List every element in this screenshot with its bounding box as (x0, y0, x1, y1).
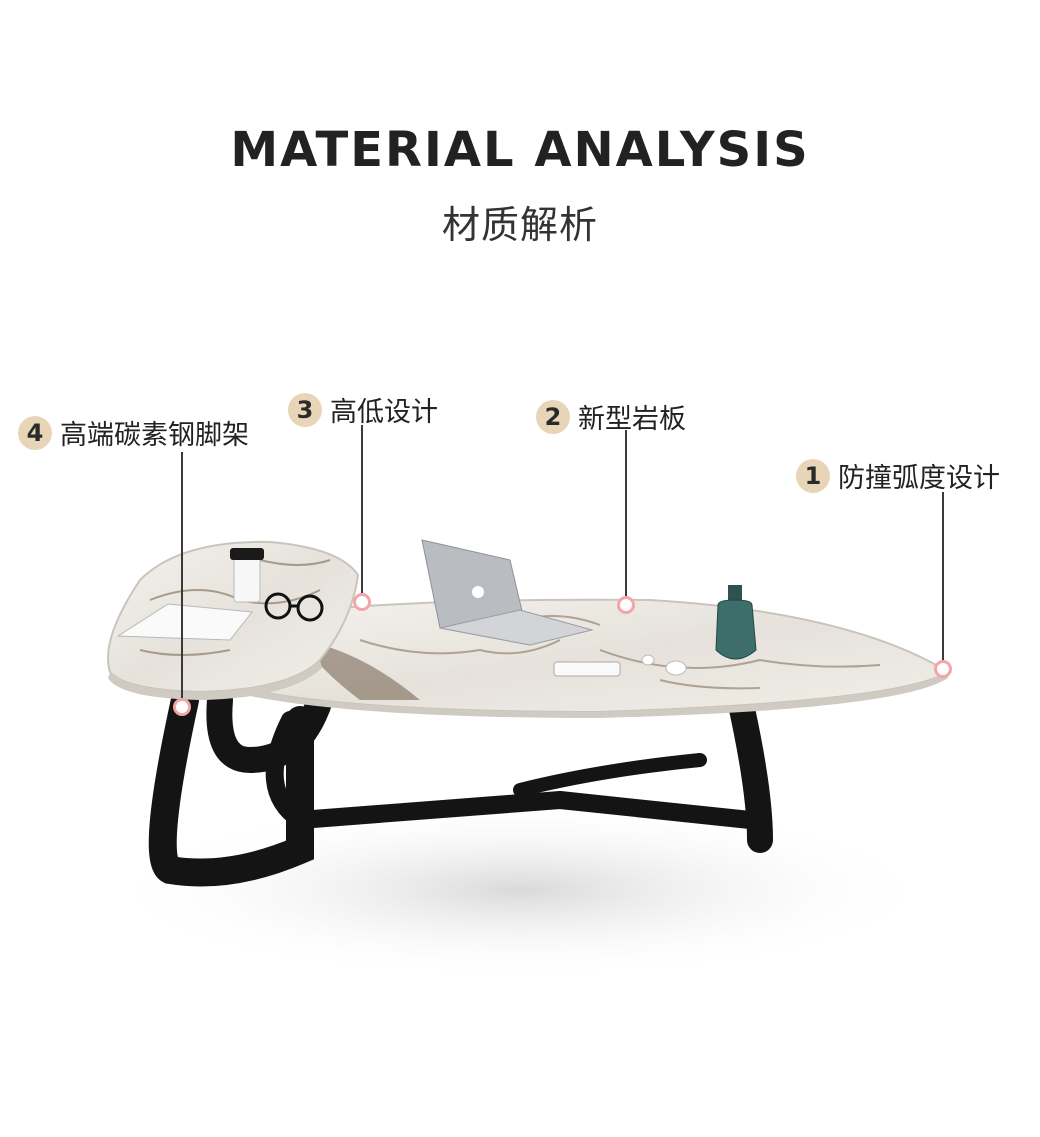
large-tabletop-edge (250, 672, 948, 718)
leader-line-2 (625, 430, 627, 600)
notebook (116, 603, 253, 641)
marker-dot-1 (934, 660, 952, 678)
table-legs (148, 686, 773, 887)
remote (553, 661, 621, 677)
leader-line-4 (181, 452, 183, 705)
eyeglasses (264, 592, 324, 622)
callout-carbon-steel-legs: 4 高端碳素钢脚架 (18, 413, 249, 452)
floor-shadow (100, 800, 940, 980)
marker-dot-4 (173, 698, 191, 716)
coffee-cup (230, 548, 264, 603)
callout-label: 新型岩板 (578, 404, 686, 435)
callout-label: 高端碳素钢脚架 (60, 420, 249, 451)
callout-number-badge: 3 (288, 392, 322, 427)
callout-number-badge: 1 (796, 458, 830, 493)
callout-label: 防撞弧度设计 (838, 463, 1000, 494)
earbuds (641, 654, 687, 676)
callout-number-badge: 4 (18, 415, 52, 450)
page-subtitle: 材质解析 (441, 203, 598, 247)
callout-number-badge: 2 (536, 399, 570, 434)
laptop (421, 539, 594, 646)
callout-label: 高低设计 (330, 397, 438, 428)
vase (715, 585, 757, 660)
marker-dot-3 (353, 593, 371, 611)
leader-line-3 (361, 425, 363, 600)
page-title: MATERIAL ANALYSIS (230, 122, 810, 178)
marker-dot-2 (617, 596, 635, 614)
callout-height-design: 3 高低设计 (288, 390, 438, 429)
leader-line-1 (942, 492, 944, 662)
callout-anti-collision-curve: 1 防撞弧度设计 (796, 456, 1000, 495)
callout-rock-slab: 2 新型岩板 (536, 397, 686, 436)
